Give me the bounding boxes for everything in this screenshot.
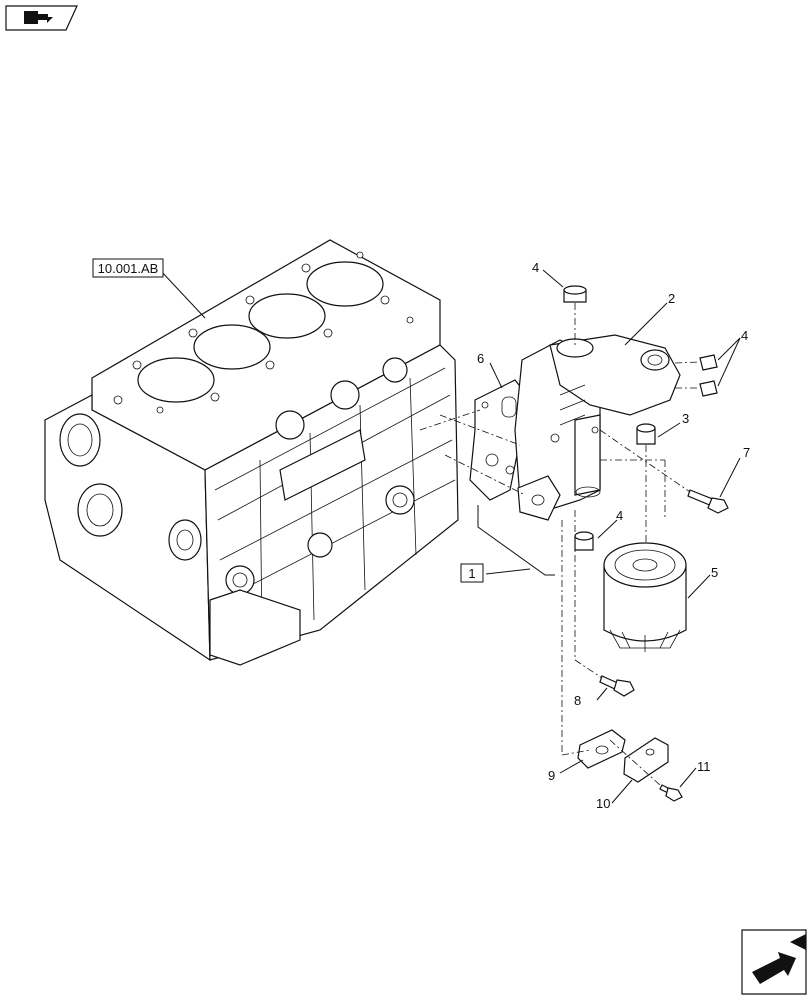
nipple-part-3 (636, 423, 656, 445)
assembly-reference-box[interactable]: 1 (460, 563, 484, 583)
callout-leaders (477, 269, 741, 804)
callout-11: 11 (697, 759, 711, 774)
callout-7: 7 (743, 445, 750, 460)
callout-5: 5 (711, 565, 718, 580)
cover-plate-part-10 (623, 737, 669, 783)
filter-head-part-2 (514, 334, 681, 521)
plug-part-4-right-lower (699, 380, 718, 397)
callout-6: 6 (477, 351, 484, 366)
gasket-part-9 (577, 729, 626, 769)
callout-10: 10 (596, 796, 610, 811)
callout-4-top: 4 (532, 260, 539, 275)
assembly-reference-label: 1 (468, 566, 475, 581)
callout-9: 9 (548, 768, 555, 783)
callout-2: 2 (668, 291, 675, 306)
callout-4-bottom: 4 (616, 508, 623, 523)
plug-part-4-right-upper (699, 354, 718, 371)
bolt-part-11 (659, 784, 683, 802)
callout-3: 3 (682, 411, 689, 426)
engine-block (44, 239, 459, 666)
callout-4-right: 4 (741, 328, 748, 343)
oil-filter-part-5 (603, 542, 687, 652)
callout-labels: 4 2 4 3 7 4 5 6 8 9 10 11 (477, 260, 750, 811)
block-reference-box[interactable]: 10.001.AB (92, 258, 164, 278)
next-page-arrow-icon[interactable] (741, 929, 807, 995)
callout-8: 8 (574, 693, 581, 708)
plug-part-4-top (563, 285, 587, 303)
book-arrow-icon[interactable] (5, 5, 78, 31)
plug-part-4-bottom (574, 531, 594, 551)
bolt-part-7 (687, 489, 729, 514)
bolt-part-8 (599, 675, 635, 697)
assembly-lines (419, 303, 701, 786)
block-reference-label: 10.001.AB (98, 261, 159, 276)
